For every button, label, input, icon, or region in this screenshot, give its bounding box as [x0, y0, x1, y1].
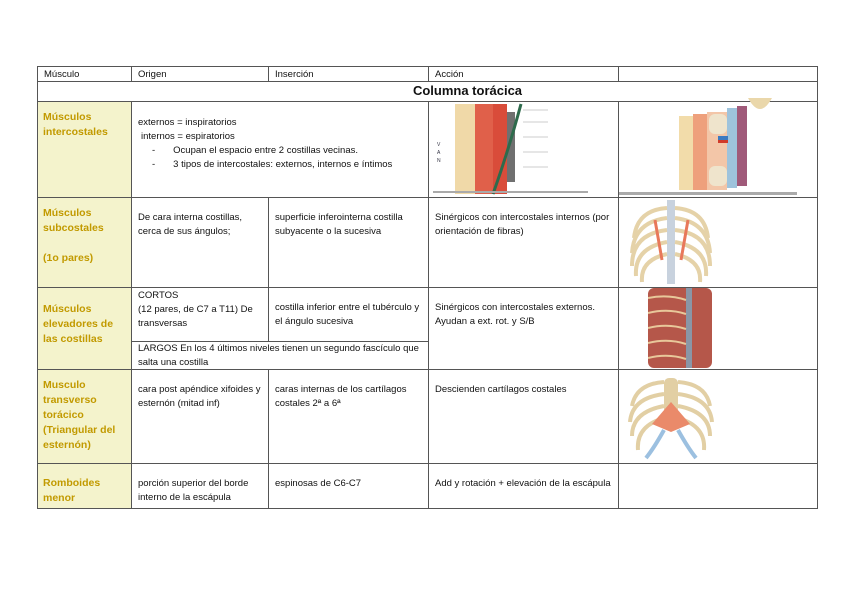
romboides-origen: porción superior del borde interno de la… — [131, 463, 269, 509]
header-accion: Acción — [428, 66, 619, 82]
intercostal-3d-illustration — [619, 106, 797, 195]
elevadores-insercion: costilla inferior entre el tubérculo y e… — [268, 287, 429, 342]
intercostal-3d-image-cell — [618, 101, 818, 198]
header-origen: Origen — [131, 66, 269, 82]
muscle-subcostales: Músculos subcostales (1o pares) — [37, 197, 132, 288]
muscle-romboides-menor: Romboides menor — [37, 463, 132, 509]
svg-text:V: V — [437, 142, 441, 148]
muscle-name: Músculos elevadores de las costillas — [43, 303, 114, 345]
desc-line: internos = espiratorios — [141, 131, 235, 142]
svg-text:A: A — [437, 150, 441, 156]
subcostales-origen: De cara interna costillas, cerca de sus … — [131, 197, 269, 288]
elevadores-accion: Sinérgicos con intercostales externos. A… — [428, 287, 619, 370]
bullet-item: Ocupan el espacio entre 2 costillas veci… — [168, 144, 422, 158]
elevadores-largos: LARGOS En los 4 últimos niveles tienen u… — [131, 341, 429, 370]
bone-fragment-illustration — [748, 98, 772, 109]
header-insercion: Inserción — [268, 66, 429, 82]
elevator-muscles-back-illustration — [648, 288, 712, 368]
elevadores-origen: CORTOS (12 pares, de C7 a T11) De transve… — [131, 287, 269, 342]
muscle-note: (1o pares) — [43, 252, 94, 264]
origen-title: CORTOS — [138, 290, 179, 301]
bullet-item: 3 tipos de intercostales: externos, inte… — [168, 158, 422, 172]
transverso-insercion: caras internas de los cartílagos costale… — [268, 369, 429, 464]
muscle-name: Músculos intercostales — [43, 111, 108, 138]
romboides-image-cell — [618, 463, 818, 509]
muscle-transverso-toracico: Musculo transverso torácico (Triangular … — [37, 369, 132, 464]
svg-text:N: N — [437, 158, 441, 164]
subcostales-insercion: superficie inferointerna costilla subyac… — [268, 197, 429, 288]
desc-line: externos = inspiratorios — [138, 117, 237, 128]
transverso-accion: Descienden cartílagos costales — [428, 369, 619, 464]
transverso-origen: cara post apéndice xifoides y esternón (… — [131, 369, 269, 464]
intercostal-section-illustration: VAN — [433, 103, 588, 195]
intercostales-description: externos = inspiratorios internos = espi… — [131, 101, 429, 198]
subcostal-ribcage-illustration — [630, 200, 712, 284]
romboides-accion: Add y rotación + elevación de la escápul… — [428, 463, 619, 509]
muscle-name: Romboides menor — [43, 477, 101, 504]
subcostales-accion: Sinérgicos con intercostales internos (p… — [428, 197, 619, 288]
header-images — [618, 66, 818, 82]
header-musculo: Músculo — [37, 66, 132, 82]
muscle-name: Musculo transverso torácico (Triangular … — [43, 379, 116, 451]
origen-text: (12 pares, de C7 a T11) De transversas — [138, 304, 253, 329]
transverse-thoracic-ribcage-illustration — [628, 378, 714, 460]
muscle-name: Músculos subcostales — [43, 207, 104, 234]
section-title: Columna torácica — [37, 81, 818, 102]
romboides-insercion: espinosas de C6-C7 — [268, 463, 429, 509]
muscle-intercostales: Músculos intercostales — [37, 101, 132, 198]
muscle-elevadores: Músculos elevadores de las costillas — [37, 287, 132, 370]
